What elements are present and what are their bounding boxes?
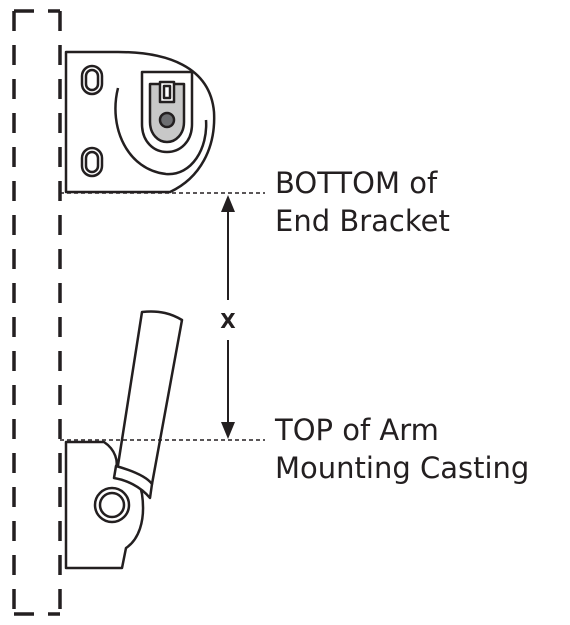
dimension-arrow-up-head (221, 195, 235, 212)
casting-joint (112, 464, 154, 500)
top-label-line1: TOP of Arm (274, 413, 439, 447)
bracket-knob-pin (158, 111, 176, 129)
arm-mounting-casting (64, 310, 184, 570)
bracket-slot-bottom-inner (84, 150, 100, 174)
bottom-label-line2: End Bracket (275, 204, 450, 238)
mounting-surface-outline (12, 9, 62, 616)
dimension-arrow-down-head (221, 422, 235, 439)
bracket-slot-top-inner (84, 68, 100, 92)
end-bracket-inner-arc (114, 87, 208, 176)
top-label-line2: Mounting Casting (275, 451, 529, 485)
dimension-arrow (221, 195, 235, 439)
bottom-label-line1: BOTTOM of (275, 166, 438, 200)
dimension-label: X (220, 309, 236, 333)
arm (114, 310, 184, 486)
casting-pivot-inner (98, 491, 126, 519)
bracket-knob-slot-inner (162, 84, 172, 100)
end-bracket (64, 50, 216, 194)
